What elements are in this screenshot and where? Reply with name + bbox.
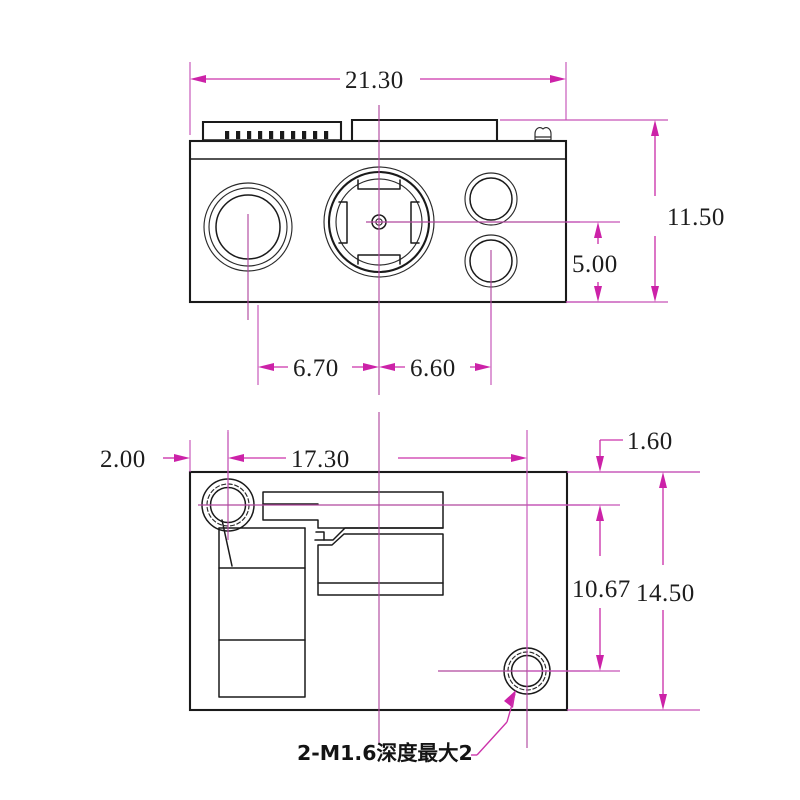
dimension-top-margin: 1.60 <box>567 428 700 473</box>
dimension-label-hole-vertical-span: 10.67 <box>572 576 631 603</box>
double-bump-terminal <box>534 127 552 141</box>
dimension-label-plan-height: 14.50 <box>636 580 695 607</box>
dimension-label-height-partial: 5.00 <box>572 251 618 278</box>
upper-small-port <box>464 172 518 226</box>
dimension-label-top-margin: 1.60 <box>627 428 673 455</box>
dimension-label-overall-width: 21.30 <box>345 67 404 94</box>
dimension-overall-width: 21.30 <box>189 62 567 135</box>
dimension-offset-right: 6.60 <box>379 355 491 382</box>
dimension-height-total: 11.50 <box>500 119 725 303</box>
dimension-hole-vertical-span: 10.67 <box>527 504 631 672</box>
dimension-plan-height: 14.50 <box>567 471 700 711</box>
dimension-label-height-total: 11.50 <box>667 204 725 231</box>
dimension-label-edge-margin: 2.00 <box>100 446 146 473</box>
dimension-offsets-row: 6.70 6.60 <box>257 305 492 385</box>
front-elevation-view <box>188 105 580 395</box>
flat-connector-block <box>350 118 499 143</box>
ribbon-connector-with-teeth <box>201 120 343 142</box>
front-view-centerlines <box>247 105 580 395</box>
dimension-offset-left: 6.70 <box>258 355 379 382</box>
dimension-label-offset-right: 6.60 <box>410 355 456 382</box>
dimension-label-hole-span: 17.30 <box>291 446 350 473</box>
dimension-edge-margin: 2.00 <box>100 440 191 473</box>
thread-note-annotation: 2-M1.6深度最大2 <box>297 690 516 765</box>
connector-teeth <box>225 131 329 139</box>
thread-note-label: 2-M1.6深度最大2 <box>297 741 473 765</box>
left-slot-pockets <box>218 519 306 698</box>
internal-stepped-pocket <box>262 491 444 596</box>
dimension-label-offset-left: 6.70 <box>293 355 339 382</box>
dimension-hole-span: 17.30 <box>227 430 528 650</box>
plan-bottom-view <box>188 412 590 748</box>
dimension-height-partial: 5.00 <box>566 221 620 303</box>
